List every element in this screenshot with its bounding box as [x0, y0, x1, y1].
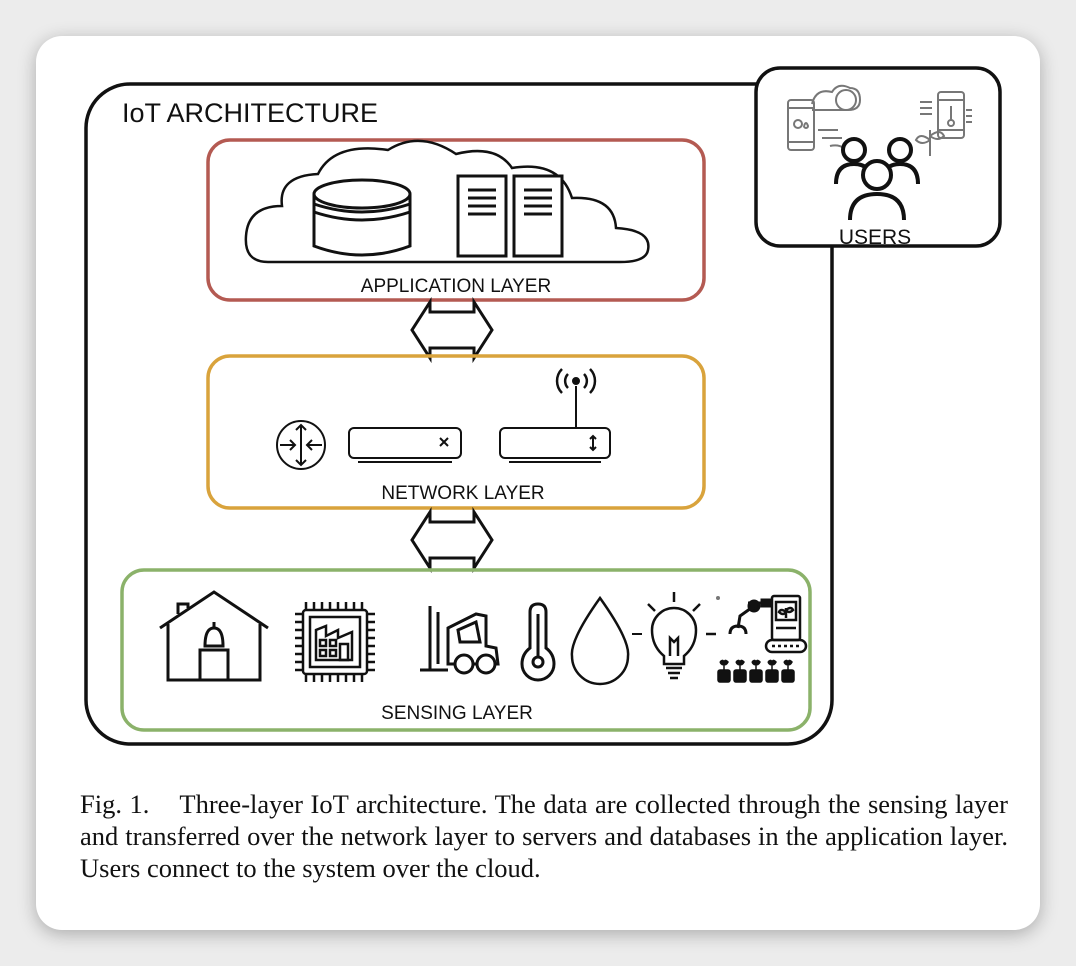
- robotic-arm-icon: [728, 598, 772, 635]
- smart-home-icon: [159, 590, 269, 682]
- light-bulb-icon: [647, 592, 720, 680]
- seedlings-icon: [717, 659, 795, 683]
- application-layer: APPLICATION LAYER: [206, 138, 706, 302]
- caption-text: Three-layer IoT architecture. The data a…: [80, 789, 1008, 883]
- database-icon: [312, 178, 412, 257]
- router-icon: [276, 420, 326, 470]
- server-icon: [456, 174, 564, 258]
- caption-label: Fig. 1.: [80, 789, 150, 819]
- cloud-icon: [244, 139, 650, 264]
- forklift-icon: [420, 606, 500, 675]
- water-drop-icon: [570, 595, 630, 686]
- network-layer-label: NETWORK LAYER: [381, 483, 544, 504]
- industry-chip-icon: [295, 602, 375, 682]
- architecture-frame: [84, 82, 834, 746]
- users-box: USERS: [754, 66, 1002, 249]
- wifi-router-icon: [499, 368, 611, 463]
- figure-caption: Fig. 1.Three-layer IoT architecture. The…: [80, 788, 1008, 884]
- weather-phone-icon: [787, 84, 862, 151]
- thermometer-icon: [520, 602, 556, 682]
- application-layer-label: APPLICATION LAYER: [361, 276, 551, 297]
- plant-phone-icon: [914, 91, 972, 156]
- architecture-title: IoT ARCHITECTURE: [122, 98, 378, 128]
- plant-machine-icon: [764, 594, 808, 654]
- sensing-layer-label: SENSING LAYER: [381, 703, 533, 724]
- people-icon: [834, 137, 920, 221]
- switch-icon: [348, 427, 462, 463]
- sensing-layer: SENSING LAYER: [120, 568, 812, 732]
- app-network-arrow: [410, 296, 494, 364]
- network-sensing-arrow: [410, 506, 494, 574]
- users-label: USERS: [839, 226, 911, 249]
- network-layer: NETWORK LAYER: [206, 354, 706, 510]
